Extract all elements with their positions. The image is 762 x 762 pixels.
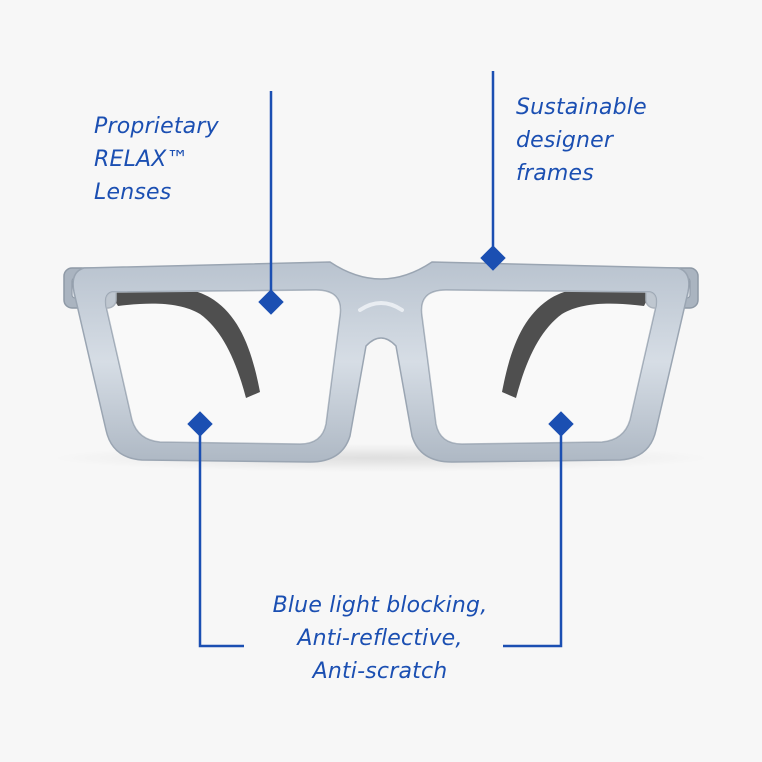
lenses-callout: Proprietary RELAX™ Lenses	[94, 110, 219, 209]
coatings-leader-line-right	[503, 424, 563, 648]
coatings-leader-line-left	[198, 424, 244, 648]
lenses-diamond-marker-icon	[258, 289, 284, 315]
frames-diamond-marker-icon	[480, 245, 506, 271]
coatings-callout-line-1: Blue light blocking,	[272, 593, 488, 618]
left-lens-diamond-marker-icon	[187, 411, 213, 437]
frames-callout-line-3: frames	[516, 161, 594, 186]
coatings-callout: Blue light blocking, Anti-reflective, An…	[202, 589, 558, 688]
frames-callout: Sustainable designer frames	[516, 91, 647, 190]
frames-callout-line-1: Sustainable	[516, 95, 647, 120]
coatings-callout-line-3: Anti-scratch	[312, 659, 448, 684]
lenses-callout-line-3: Lenses	[94, 180, 172, 205]
right-lens-diamond-marker-icon	[548, 411, 574, 437]
lenses-callout-line-1: Proprietary	[94, 114, 219, 139]
frames-callout-line-2: designer	[516, 128, 614, 153]
left-lens	[105, 290, 341, 444]
right-temple	[502, 285, 652, 398]
lenses-callout-line-2: RELAX™	[94, 147, 189, 172]
coatings-callout-line-2: Anti-reflective,	[297, 626, 463, 651]
left-temple	[108, 285, 260, 398]
right-lens	[421, 290, 657, 444]
